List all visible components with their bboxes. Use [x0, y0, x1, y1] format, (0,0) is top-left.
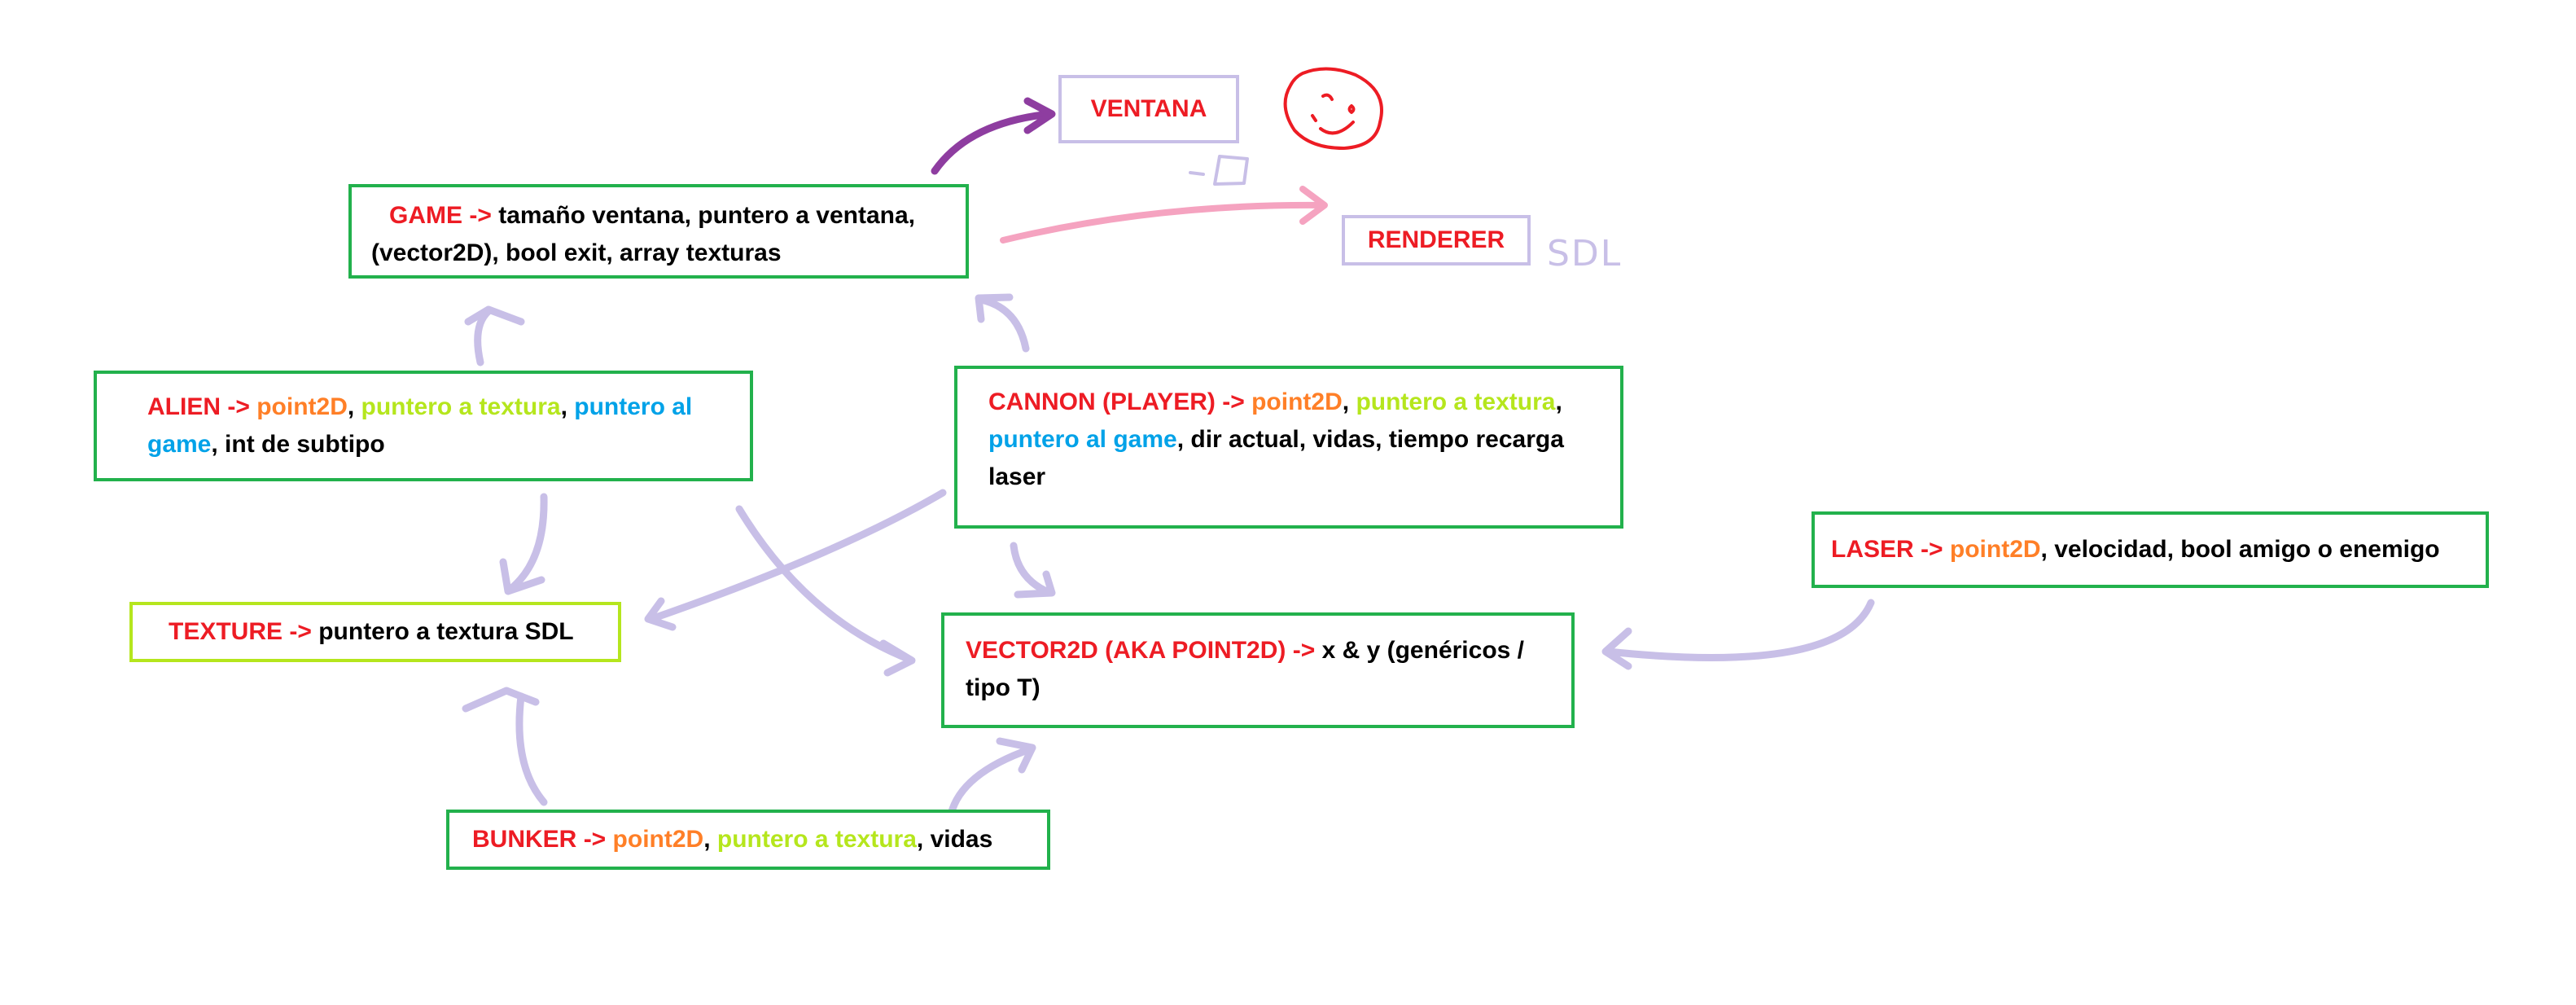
cannon-sep-2: ,: [1555, 388, 1562, 415]
arrow-bunker-to-texture: [515, 692, 548, 806]
arrow-cannon-to-vector2d: [1010, 542, 1054, 597]
alien-game-ptr-1: puntero al: [574, 393, 693, 420]
texture-box: TEXTURE -> puntero a textura SDL: [129, 602, 621, 662]
alien-arrow: ->: [227, 393, 250, 420]
alien-game-ptr-2: game: [147, 431, 212, 458]
bunker-point2d: point2D: [612, 826, 704, 853]
game-box: GAME -> tamaño ventana, puntero a ventan…: [348, 184, 969, 279]
alien-sep-2: ,: [560, 393, 575, 420]
cannon-name: CANNON (PLAYER): [988, 388, 1216, 415]
cannon-point2d: point2D: [1251, 388, 1343, 415]
alien-rest: , int de subtipo: [211, 431, 385, 458]
laser-line-1: LASER -> point2D, velocidad, bool amigo …: [1831, 531, 2486, 568]
smiley-eyes: [1311, 93, 1356, 122]
game-line-2: (vector2D), bool exit, array texturas: [371, 235, 966, 272]
ventana-label: VENTANA: [1090, 95, 1207, 122]
cannon-box: CANNON (PLAYER) -> point2D, puntero a te…: [954, 366, 1623, 529]
arrow-cannon-to-game: [977, 296, 1030, 353]
laser-arrow: ->: [1921, 536, 1943, 563]
arrowhead-alien-game: [464, 305, 525, 326]
arrowhead-bunker-texture: [462, 687, 540, 713]
cannon-rest-2: laser: [988, 463, 1046, 490]
arrowhead-cannon-vector2d: [1014, 570, 1056, 599]
alien-box: ALIEN -> point2D, puntero a textura, pun…: [94, 371, 753, 481]
game-fields-1: tamaño ventana, puntero a ventana,: [498, 202, 915, 229]
bunker-line-1: BUNKER -> point2D, puntero a textura, vi…: [472, 821, 1047, 858]
bunker-name: BUNKER: [472, 826, 577, 853]
laser-point2d: point2D: [1949, 536, 2041, 563]
bunker-arrow: ->: [583, 826, 607, 853]
arrow-bunker-to-vector2d: [947, 745, 1034, 818]
arrow-game-to-renderer: [1000, 201, 1326, 244]
arrow-alien-to-vector2d: [735, 505, 914, 664]
alien-sep-1: ,: [347, 393, 361, 420]
alien-line-1: ALIEN -> point2D, puntero a textura, pun…: [147, 388, 750, 426]
ventana-box: VENTANA: [1058, 75, 1239, 143]
vector2d-arrow: ->: [1292, 637, 1316, 664]
arrowhead-ventana: [1023, 97, 1056, 134]
cannon-rest-1: , dir actual, vidas, tiempo recarga: [1176, 426, 1564, 453]
arrow-game-to-ventana: [931, 110, 1054, 175]
laser-box: LASER -> point2D, velocidad, bool amigo …: [1812, 511, 2489, 588]
texture-line-1: TEXTURE -> puntero a textura SDL: [169, 613, 618, 651]
arrowhead-cannon-game: [975, 293, 1014, 323]
arrowhead-alien-texture: [499, 558, 545, 595]
arrowhead-bunker-vector2d: [996, 737, 1036, 774]
smiley-mouth: [1319, 121, 1355, 135]
laser-rest: , velocidad, bool amigo o enemigo: [2040, 536, 2440, 563]
renderer-box: RENDERER: [1342, 215, 1531, 266]
arrow-alien-to-texture: [505, 493, 548, 595]
cannon-sep-1: ,: [1342, 388, 1356, 415]
bunker-texture-ptr: puntero a textura: [716, 826, 917, 853]
window-doodle-icon: [1189, 155, 1249, 186]
bunker-box: BUNKER -> point2D, puntero a textura, vi…: [446, 810, 1050, 870]
renderer-label: RENDERER: [1367, 226, 1505, 253]
bunker-sep-1: ,: [703, 826, 717, 853]
sdl-note: SDL: [1547, 233, 1623, 274]
texture-name: TEXTURE: [169, 618, 283, 645]
game-fields-2: (vector2D), bool exit, array texturas: [371, 239, 782, 266]
arrow-cannon-to-texture: [647, 489, 947, 623]
cannon-line-2: puntero al game, dir actual, vidas, tiem…: [988, 421, 1620, 459]
cannon-texture-ptr: puntero a textura: [1356, 388, 1556, 415]
arrowhead-cannon-texture: [644, 597, 677, 631]
vector2d-line-2: tipo T): [966, 669, 1571, 707]
game-name: GAME: [389, 202, 462, 229]
texture-rest: puntero a textura SDL: [318, 618, 574, 645]
game-arrow: ->: [469, 202, 492, 229]
arrowhead-laser-vector2d: [1601, 627, 1632, 670]
alien-texture-ptr: puntero a textura: [361, 393, 561, 420]
vector2d-fields-2: tipo T): [966, 674, 1040, 701]
bunker-rest: , vidas: [916, 826, 993, 853]
cannon-line-3: laser: [988, 459, 1620, 496]
cannon-arrow: ->: [1222, 388, 1245, 415]
cannon-line-1: CANNON (PLAYER) -> point2D, puntero a te…: [988, 384, 1620, 421]
arrow-laser-to-vector2d: [1604, 599, 1875, 661]
alien-point2d: point2D: [256, 393, 348, 420]
texture-arrow: ->: [289, 618, 312, 645]
laser-name: LASER: [1831, 536, 1914, 563]
cannon-game-ptr: puntero al game: [988, 426, 1177, 453]
alien-line-2: game, int de subtipo: [147, 426, 750, 463]
alien-name: ALIEN: [147, 393, 221, 420]
vector2d-box: VECTOR2D (AKA POINT2D) -> x & y (genéric…: [941, 612, 1575, 728]
vector2d-name: VECTOR2D (AKA POINT2D): [966, 637, 1286, 664]
vector2d-line-1: VECTOR2D (AKA POINT2D) -> x & y (genéric…: [966, 632, 1571, 669]
vector2d-fields-1: x & y (genéricos /: [1321, 637, 1525, 664]
arrowhead-alien-vector2d: [879, 639, 916, 677]
game-line-1: GAME -> tamaño ventana, puntero a ventan…: [389, 197, 966, 235]
smiley-face-icon: [1283, 67, 1383, 150]
arrowhead-renderer: [1299, 186, 1328, 225]
